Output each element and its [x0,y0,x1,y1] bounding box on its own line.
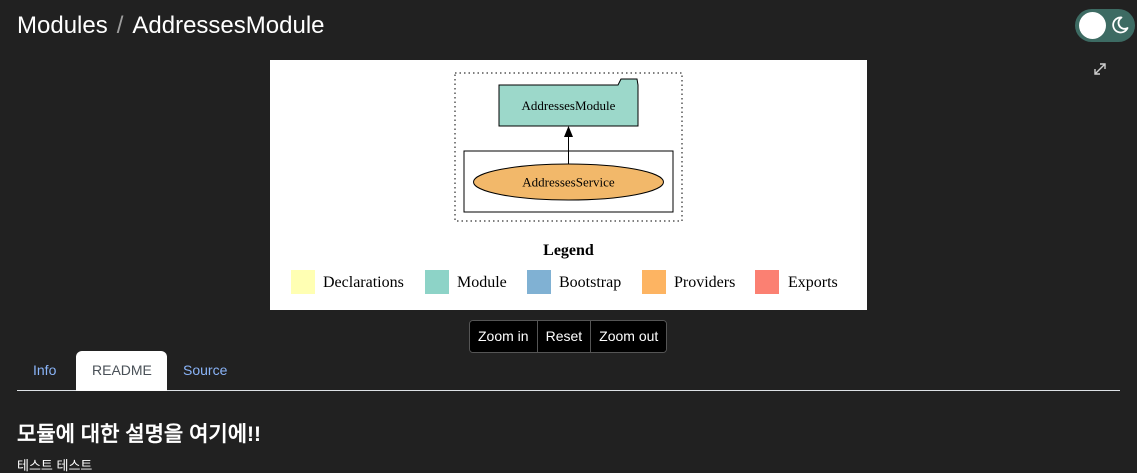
breadcrumb-current: AddressesModule [132,12,325,39]
readme-title: 모듈에 대한 설명을 여기에!! [17,423,262,446]
tab-readme[interactable]: README [76,351,167,391]
edge-arrowhead [564,126,573,137]
moon-icon [1112,16,1129,34]
expand-icon[interactable] [1092,61,1108,77]
legend-label-bootstrap: Bootstrap [559,274,621,291]
reset-zoom-button[interactable]: Reset [536,321,591,352]
tab-info[interactable]: Info [33,362,57,378]
legend-swatch-declarations [291,270,315,294]
legend-items: Declarations Module Bootstrap Providers … [291,270,838,294]
dependency-graph: AddressesModule AddressesService Legend … [270,60,867,310]
zoom-in-button[interactable]: Zoom in [470,321,537,352]
legend-swatch-providers [642,270,666,294]
toggle-knob [1079,12,1106,39]
legend-swatch-module [425,270,449,294]
readme-body: 테스트 테스트 [17,458,93,473]
theme-toggle[interactable] [1075,9,1135,42]
tab-source[interactable]: Source [183,362,228,378]
breadcrumb: Modules / AddressesModule [17,10,325,42]
legend-swatch-bootstrap [527,270,551,294]
module-node-label: AddressesModule [522,98,616,113]
legend-label-declarations: Declarations [323,274,404,291]
legend-label-providers: Providers [674,274,735,291]
graph-svg: AddressesModule AddressesService Legend … [291,72,838,294]
legend-label-module: Module [457,274,507,291]
legend-label-exports: Exports [788,274,838,291]
legend-swatch-exports [755,270,779,294]
zoom-out-button[interactable]: Zoom out [590,321,667,352]
legend-title: Legend [543,242,594,259]
content-tabs: Info README Source [17,351,1120,391]
zoom-controls: Zoom in Reset Zoom out [469,320,668,353]
module-cluster [454,72,683,222]
breadcrumb-root[interactable]: Modules [17,12,108,39]
service-node-label: AddressesService [522,175,615,190]
breadcrumb-separator: / [116,12,124,39]
module-node[interactable] [498,78,639,127]
